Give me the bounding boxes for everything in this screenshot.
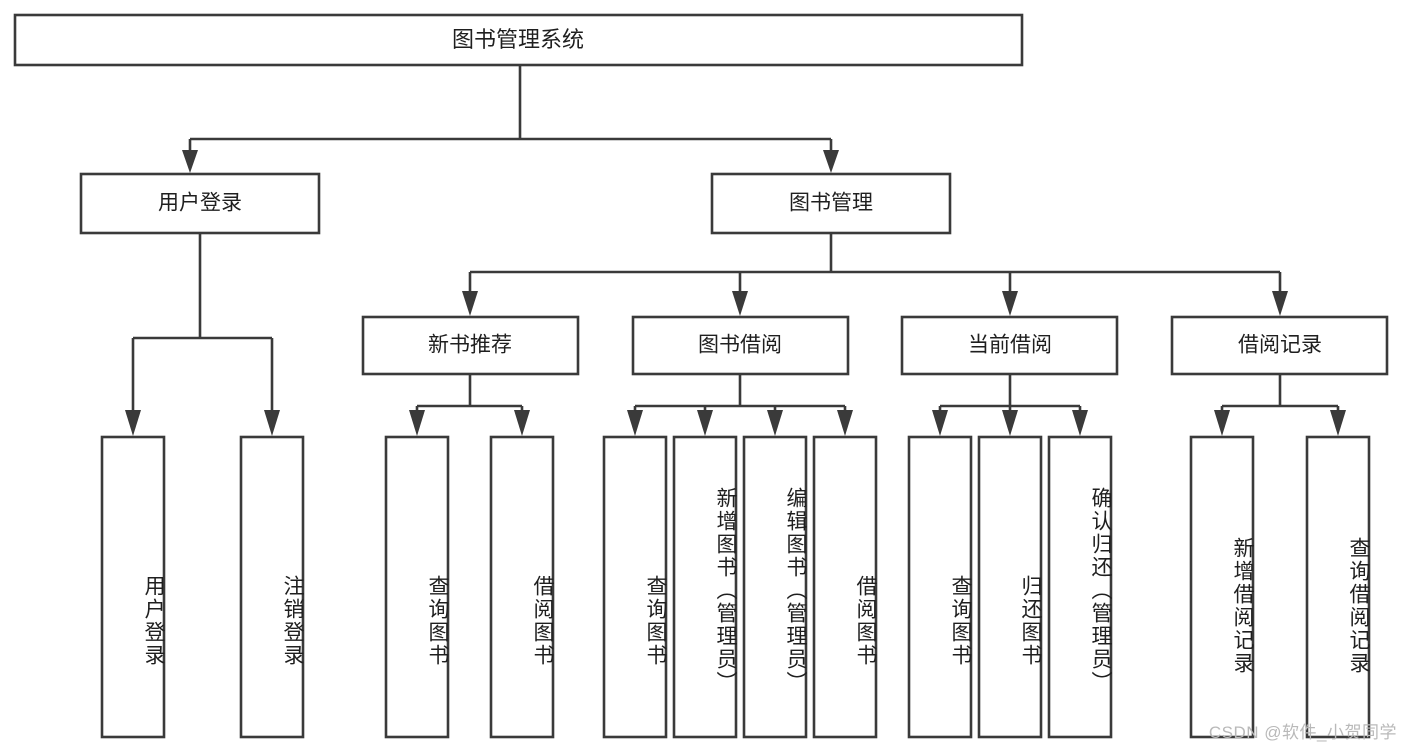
new-book-recommend-label: 新书推荐	[428, 334, 512, 357]
book-borrow-box[interactable]	[631, 315, 850, 376]
leaf-box-cb-2[interactable]	[977, 435, 1043, 739]
arrow-user-login-leaf-2-icon	[264, 410, 280, 436]
node-book-borrow[interactable]: 图书借阅	[631, 315, 850, 376]
leaf-box-bb-4[interactable]	[812, 435, 878, 739]
book-manage-box[interactable]	[710, 172, 952, 235]
node-user-login[interactable]: 用户登录	[79, 172, 321, 235]
node-book-manage[interactable]: 图书管理	[710, 172, 952, 235]
arrow-bb-leaf-2-icon	[697, 410, 713, 436]
arrow-nbr-leaf-2-icon	[514, 410, 530, 436]
root-box[interactable]	[13, 13, 1024, 67]
current-borrow-label: 当前借阅	[968, 334, 1052, 357]
arrow-to-current-borrow-icon	[1002, 291, 1018, 316]
arrow-nbr-leaf-1-icon	[409, 410, 425, 436]
node-borrow-record[interactable]: 借阅记录	[1170, 315, 1389, 376]
leaf-box-bb-2[interactable]	[672, 435, 738, 739]
arrow-cb-leaf-2-icon	[1002, 410, 1018, 436]
leaf-box-bb-1[interactable]	[602, 435, 668, 739]
node-root[interactable]: 图书管理系统	[13, 13, 1024, 67]
arrow-to-book-borrow-icon	[732, 291, 748, 316]
leaf-box-br-2[interactable]	[1305, 435, 1371, 739]
borrow-record-label: 借阅记录	[1238, 334, 1322, 357]
arrow-bb-leaf-3-icon	[767, 410, 783, 436]
arrow-cb-leaf-1-icon	[932, 410, 948, 436]
arrow-br-leaf-1-icon	[1214, 410, 1230, 436]
leaf-box-nbr-2[interactable]	[489, 435, 555, 739]
user-login-label: 用户登录	[158, 192, 242, 215]
arrow-br-leaf-2-icon	[1330, 410, 1346, 436]
node-new-book-recommend[interactable]: 新书推荐	[361, 315, 580, 376]
new-book-recommend-box[interactable]	[361, 315, 580, 376]
arrow-bb-leaf-4-icon	[837, 410, 853, 436]
arrow-root-to-user-login-icon	[182, 150, 198, 173]
borrow-record-box[interactable]	[1170, 315, 1389, 376]
node-current-borrow[interactable]: 当前借阅	[900, 315, 1119, 376]
current-borrow-box[interactable]	[900, 315, 1119, 376]
leaf-box-cb-3[interactable]	[1047, 435, 1113, 739]
leaf-box-nbr-1[interactable]	[384, 435, 450, 739]
arrow-to-borrow-record-icon	[1272, 291, 1288, 316]
root-label: 图书管理系统	[452, 27, 584, 52]
arrow-bb-leaf-1-icon	[627, 410, 643, 436]
leaf-box-bb-3[interactable]	[742, 435, 808, 739]
leaf-box-br-1[interactable]	[1189, 435, 1255, 739]
book-borrow-label: 图书借阅	[698, 334, 782, 357]
csdn-watermark: CSDN @软件_小贺同学	[1208, 723, 1397, 742]
leaf-box-user-login-1[interactable]	[100, 435, 166, 739]
leaf-box-cb-1[interactable]	[907, 435, 973, 739]
leaf-box-user-login-2[interactable]	[239, 435, 305, 739]
arrow-to-new-book-recommend-icon	[462, 291, 478, 316]
arrow-cb-leaf-3-icon	[1072, 410, 1088, 436]
arrow-user-login-leaf-1-icon	[125, 410, 141, 436]
arrow-root-to-book-manage-icon	[823, 150, 839, 173]
book-manage-label: 图书管理	[789, 192, 873, 215]
